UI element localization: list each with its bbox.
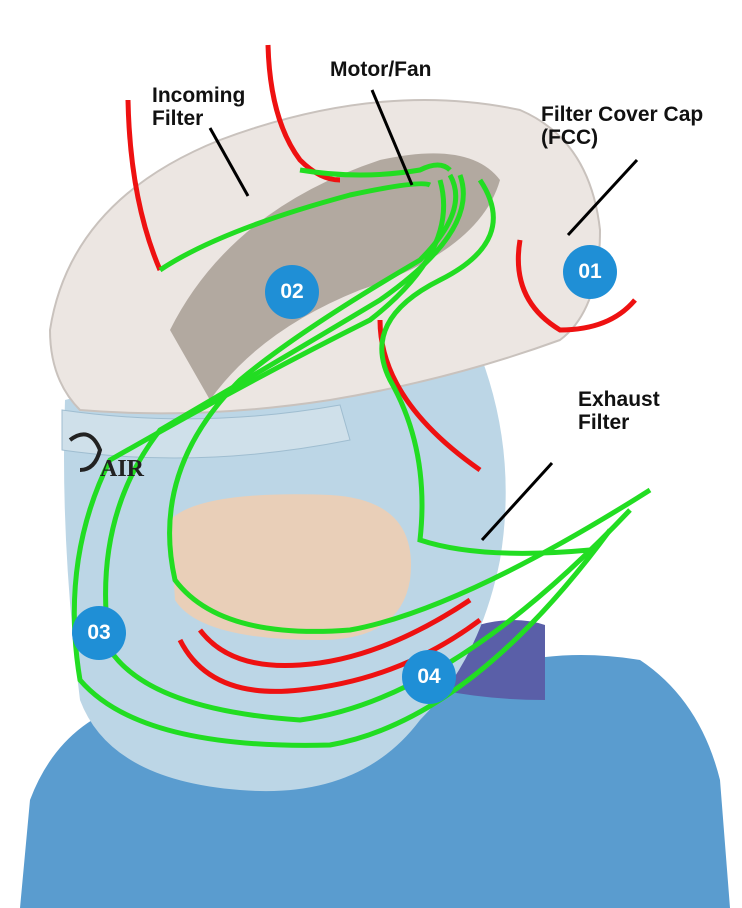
label-line: Exhaust bbox=[578, 388, 660, 411]
label-pointers bbox=[208, 89, 639, 542]
badge-01: 01 bbox=[563, 245, 617, 299]
green-path bbox=[158, 181, 432, 273]
badge-04: 04 bbox=[402, 650, 456, 704]
incoming-filter-label: Incoming Filter bbox=[152, 84, 245, 130]
red-path bbox=[515, 239, 637, 333]
badge-02: 02 bbox=[265, 265, 319, 319]
helmet-vent bbox=[170, 153, 500, 400]
pointer-exhaust bbox=[480, 461, 554, 542]
logo-text: AIR bbox=[100, 456, 145, 482]
face-opening bbox=[170, 494, 411, 640]
pointer-motor bbox=[370, 89, 414, 186]
label-line: Filter bbox=[152, 107, 204, 130]
green-path bbox=[167, 173, 652, 634]
green-path bbox=[103, 174, 632, 723]
red-path bbox=[265, 44, 341, 183]
label-line: (FCC) bbox=[541, 126, 599, 149]
label-line: Filter bbox=[578, 411, 630, 434]
label-line: Incoming bbox=[152, 84, 246, 107]
logo-mark bbox=[68, 432, 103, 472]
pointer-incoming bbox=[208, 127, 250, 197]
filter-cover-cap-label: Filter Cover Cap (FCC) bbox=[541, 103, 703, 149]
clean-air-paths bbox=[71, 162, 652, 748]
pointer-fcc bbox=[566, 158, 639, 237]
green-path bbox=[379, 178, 591, 556]
air-logo bbox=[68, 432, 103, 472]
exhaust-filter-label: Exhaust Filter bbox=[578, 388, 660, 434]
badge-03: 03 bbox=[72, 606, 126, 660]
motor-fan-label: Motor/Fan bbox=[330, 58, 432, 81]
red-path bbox=[125, 99, 163, 271]
label-line: Filter Cover Cap bbox=[541, 103, 704, 126]
green-path bbox=[71, 179, 613, 748]
green-path bbox=[299, 162, 452, 178]
red-path bbox=[198, 597, 472, 669]
